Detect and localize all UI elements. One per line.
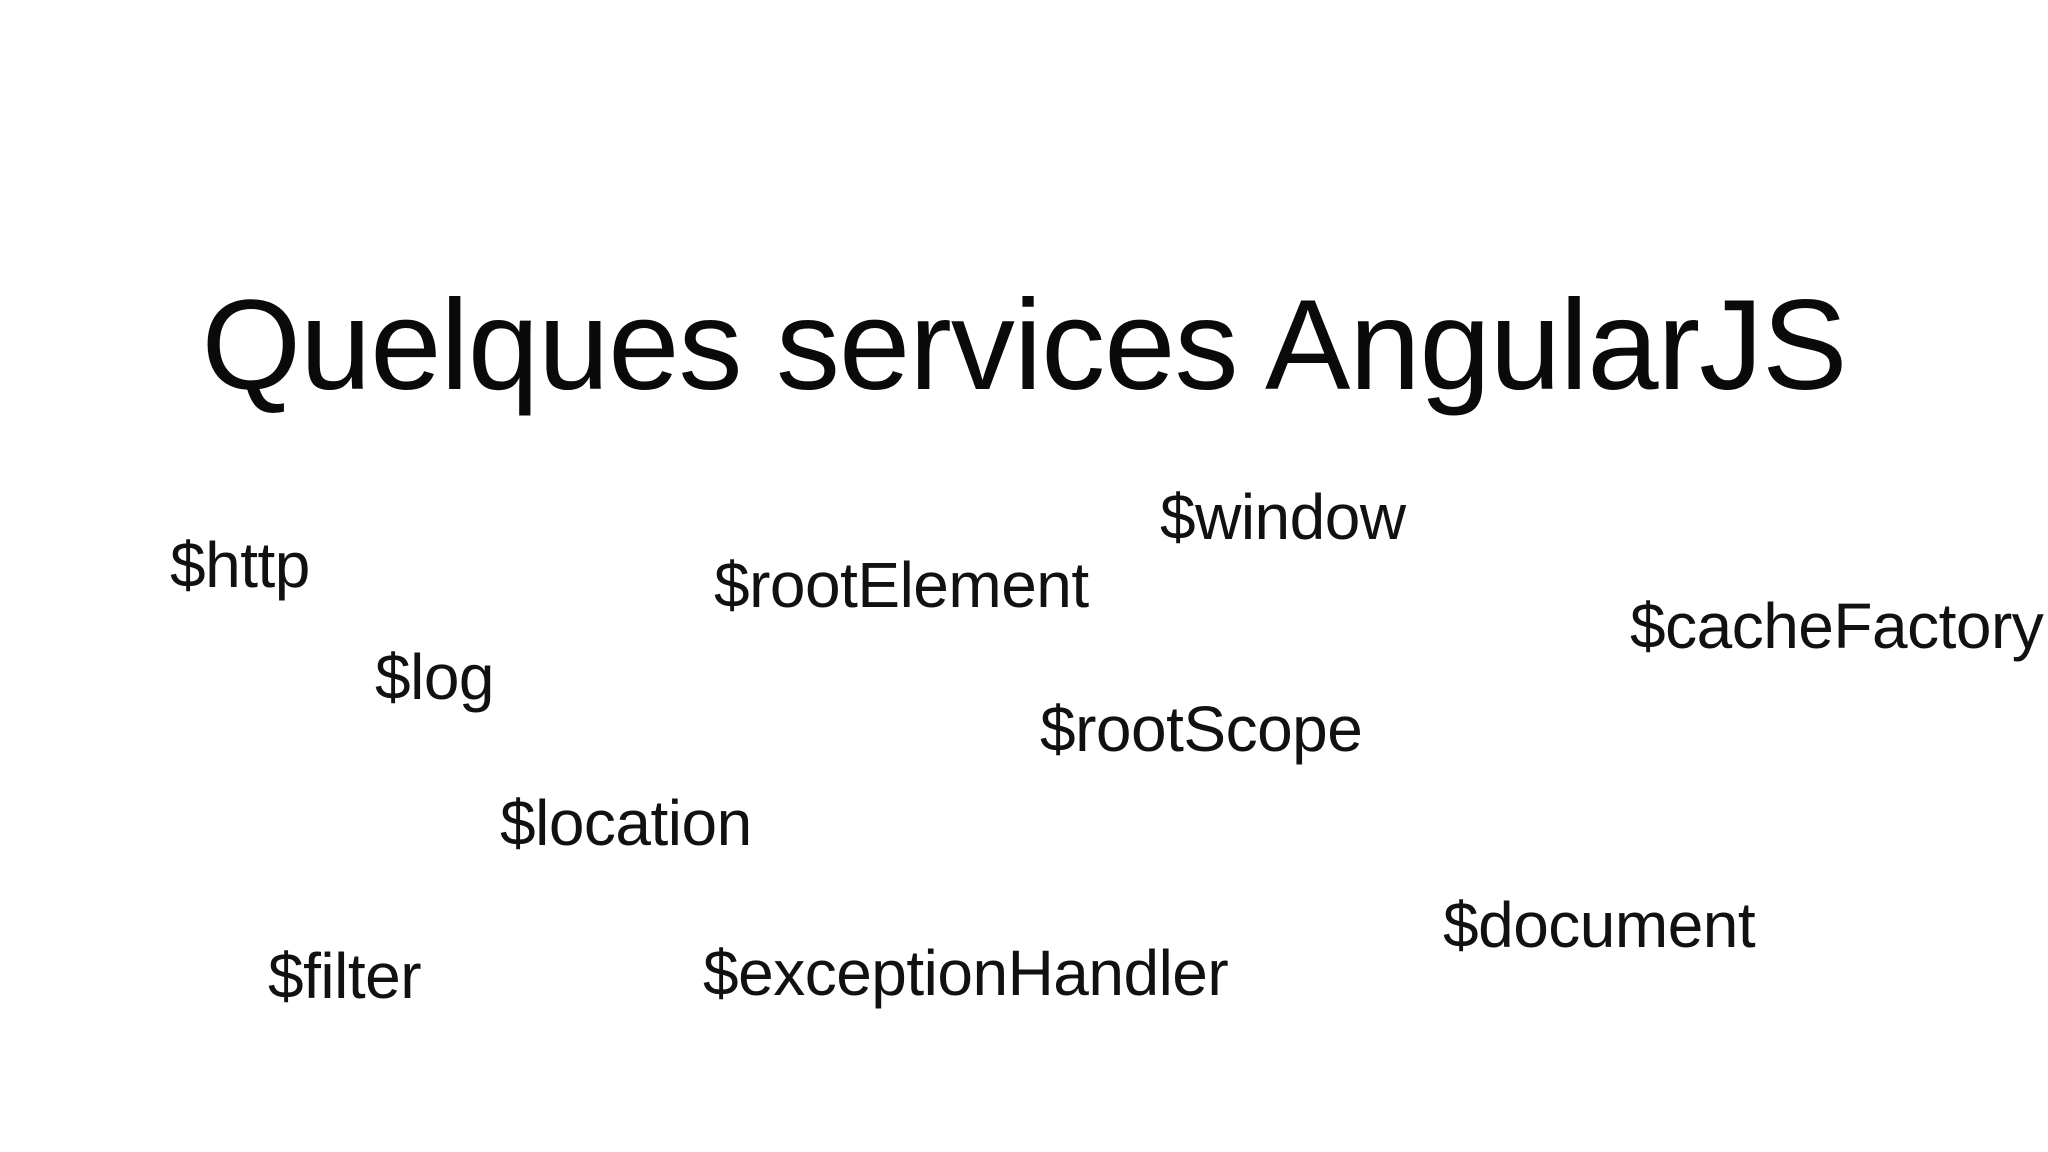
- service-label-rootelement: $rootElement: [714, 549, 1089, 621]
- service-label-rootscope: $rootScope: [1040, 693, 1363, 765]
- service-label-filter: $filter: [268, 940, 422, 1012]
- service-label-window: $window: [1160, 481, 1406, 553]
- service-label-log: $log: [375, 641, 495, 713]
- service-label-http: $http: [170, 529, 310, 601]
- service-label-cachefactory: $cacheFactory: [1630, 590, 2044, 662]
- service-label-exceptionhandler: $exceptionHandler: [703, 937, 1229, 1009]
- page-title: Quelques services AngularJS: [201, 273, 1848, 417]
- service-label-document: $document: [1443, 889, 1756, 961]
- service-label-location: $location: [500, 787, 752, 859]
